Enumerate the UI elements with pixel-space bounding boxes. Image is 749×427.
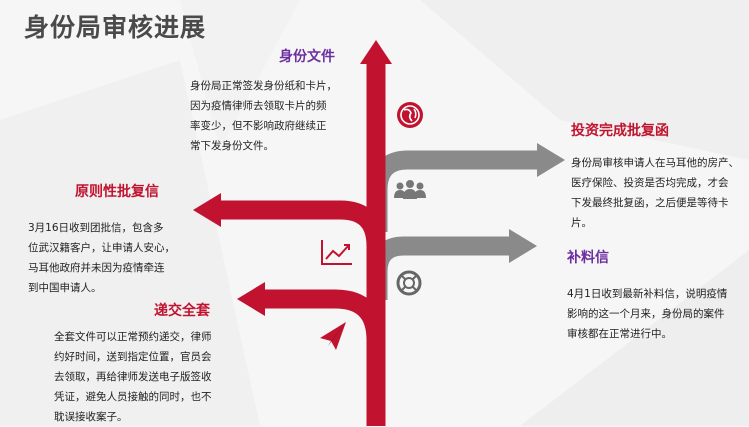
- text-line: 到中国申请人。: [28, 282, 102, 294]
- gray-arrow-lower-head: [509, 229, 537, 263]
- lifebuoy-icon: [396, 270, 422, 296]
- text-line: 影响的这一个月来，身份局的案件: [567, 308, 725, 320]
- section-body-investment: 身份局审核申请人在马耳他的房产、 医疗保险、投资是否均完成，才会 下发最终批复函…: [571, 153, 747, 233]
- text-line: 身份局正常签发身份纸和卡片，: [190, 80, 337, 92]
- gray-arrow-upper-head: [537, 143, 565, 177]
- red-arrow-lower-head: [237, 282, 265, 316]
- section-body-approval-letter: 3月16日收到团批信，包含多 位武汉籍客户，让申请人安心， 马耳他政府并未因为疫…: [28, 218, 198, 298]
- text-line: 审核都在正常进行中。: [567, 328, 672, 340]
- globe-icon: [397, 102, 423, 128]
- text-line: 片。: [571, 217, 592, 229]
- section-heading-id-docs: 身份文件: [279, 49, 335, 65]
- red-main-arrow-head: [360, 40, 392, 64]
- section-heading-approval-letter: 原则性批复信: [75, 184, 159, 200]
- red-arrow-upper-shaft: [218, 200, 386, 270]
- text-line: 位武汉籍客户，让申请人安心，: [28, 242, 175, 254]
- text-line: 率变少，但不影响政府继续正: [190, 120, 327, 132]
- red-arrow-upper-head: [193, 193, 221, 227]
- text-line: 耽误接收案子。: [54, 411, 128, 423]
- text-line: 身份局审核申请人在马耳他的房产、: [571, 157, 739, 169]
- text-line: 去领取，再给律师发送电子版签收: [54, 371, 212, 383]
- text-line: 4月1日收到最新补料信，说明疫情: [567, 288, 728, 300]
- people-icon: [394, 180, 426, 199]
- section-heading-supplement: 补料信: [567, 250, 609, 266]
- section-body-submission: 全套文件可以正常预约递交，律师 约好时间，送到指定位置，官员会 去领取，再给律师…: [54, 327, 244, 427]
- red-arrow-lower-shaft: [262, 289, 386, 426]
- page-title: 身份局审核进展: [24, 13, 207, 42]
- text-line: 全套文件可以正常预约递交，律师: [54, 331, 212, 343]
- section-heading-investment: 投资完成批复函: [571, 123, 669, 139]
- section-body-id-docs: 身份局正常签发身份纸和卡片， 因为疫情律师去领取卡片的频 率变少，但不影响政府继…: [190, 76, 365, 156]
- paper-plane-icon: [320, 322, 346, 350]
- text-line: 下发最终批复函，之后便是等待卡: [571, 197, 729, 209]
- chart-up-icon: [321, 240, 352, 265]
- text-line: 约好时间，送到指定位置，官员会: [54, 351, 212, 363]
- text-line: 因为疫情律师去领取卡片的频: [190, 100, 327, 112]
- text-line: 马耳他政府并未因为疫情牵连: [28, 262, 165, 274]
- gray-arrow-lower-shaft: [368, 236, 512, 300]
- text-line: 常下发身份文件。: [190, 140, 274, 152]
- text-line: 凭证，避免人员接触的同时，也不: [54, 391, 212, 403]
- text-line: 3月16日收到团批信，包含多: [28, 222, 164, 234]
- section-heading-submission: 递交全套: [154, 303, 210, 319]
- text-line: 医疗保险、投资是否均完成，才会: [571, 177, 729, 189]
- section-body-supplement: 4月1日收到最新补料信，说明疫情 影响的这一个月来，身份局的案件 审核都在正常进…: [567, 284, 745, 344]
